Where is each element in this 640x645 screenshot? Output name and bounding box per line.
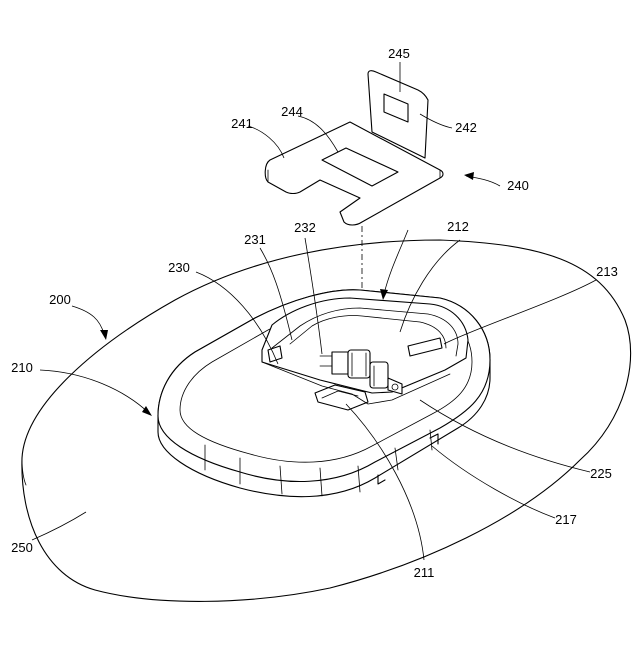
label-230: 230 [168,260,190,275]
arrowhead-200 [100,330,108,340]
label-213: 213 [596,264,618,279]
leader-200 [72,306,104,334]
label-225: 225 [590,466,612,481]
label-232: 232 [294,220,316,235]
label-240: 240 [507,178,529,193]
label-244: 244 [281,104,303,119]
arrowhead-240 [464,172,474,180]
label-241: 241 [231,116,253,131]
label-211: 211 [414,565,435,580]
label-210: 210 [11,360,33,375]
label-217: 217 [555,512,577,527]
label-242: 242 [455,120,477,135]
leader-241 [248,126,284,158]
label-231: 231 [244,232,266,247]
label-200: 200 [49,292,71,307]
label-245: 245 [388,46,410,61]
label-250: 250 [11,540,33,555]
label-212: 212 [447,219,469,234]
